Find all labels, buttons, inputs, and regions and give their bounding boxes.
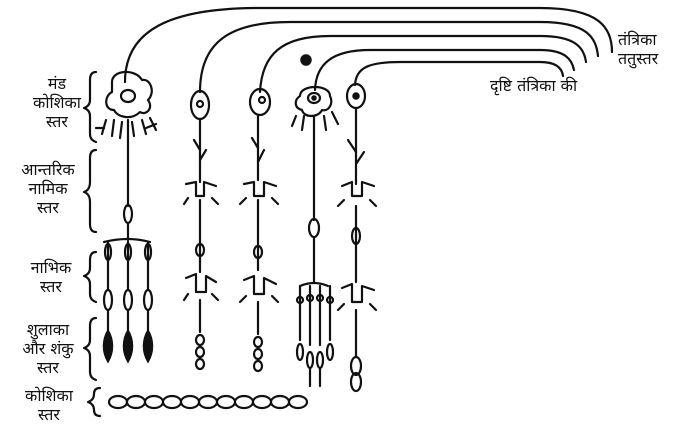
- bracket-pigment: [86, 386, 102, 418]
- label-nerve-fiber-layer: तंत्रिका ततुस्तर: [618, 30, 659, 68]
- nerve-fiber-2: [198, 20, 600, 94]
- bracket-ganglion: [82, 70, 98, 144]
- label-ganglion-layer: मंड कोशिका स्तर: [33, 74, 81, 131]
- cone-2: [122, 328, 134, 364]
- pigment-cell-chain: [107, 394, 309, 410]
- nerve-fiber-1: [123, 6, 614, 84]
- ganglion-cell-body: [105, 70, 153, 119]
- label-rods-cones-layer: शुलाका और शंकु स्तर: [22, 320, 74, 377]
- label-inner-layer: आन्तरिक नामिक स्तर: [21, 160, 75, 217]
- nerve-fiber-5: [353, 60, 565, 87]
- nerve-fiber-4: [313, 48, 576, 92]
- label-nuclear-layer: नाभिक स्तर: [30, 258, 72, 296]
- bracket-rods: [82, 316, 98, 382]
- label-pigment-cell-layer: कोशिका स्तर: [25, 386, 73, 424]
- bracket-nuclear: [82, 250, 98, 304]
- label-optic-nerve: दृष्टि तंत्रिका की: [490, 76, 578, 95]
- cone-3: [142, 328, 154, 364]
- cone-1: [102, 328, 114, 364]
- bracket-inner: [82, 148, 98, 234]
- nerve-fiber-3: [258, 34, 588, 94]
